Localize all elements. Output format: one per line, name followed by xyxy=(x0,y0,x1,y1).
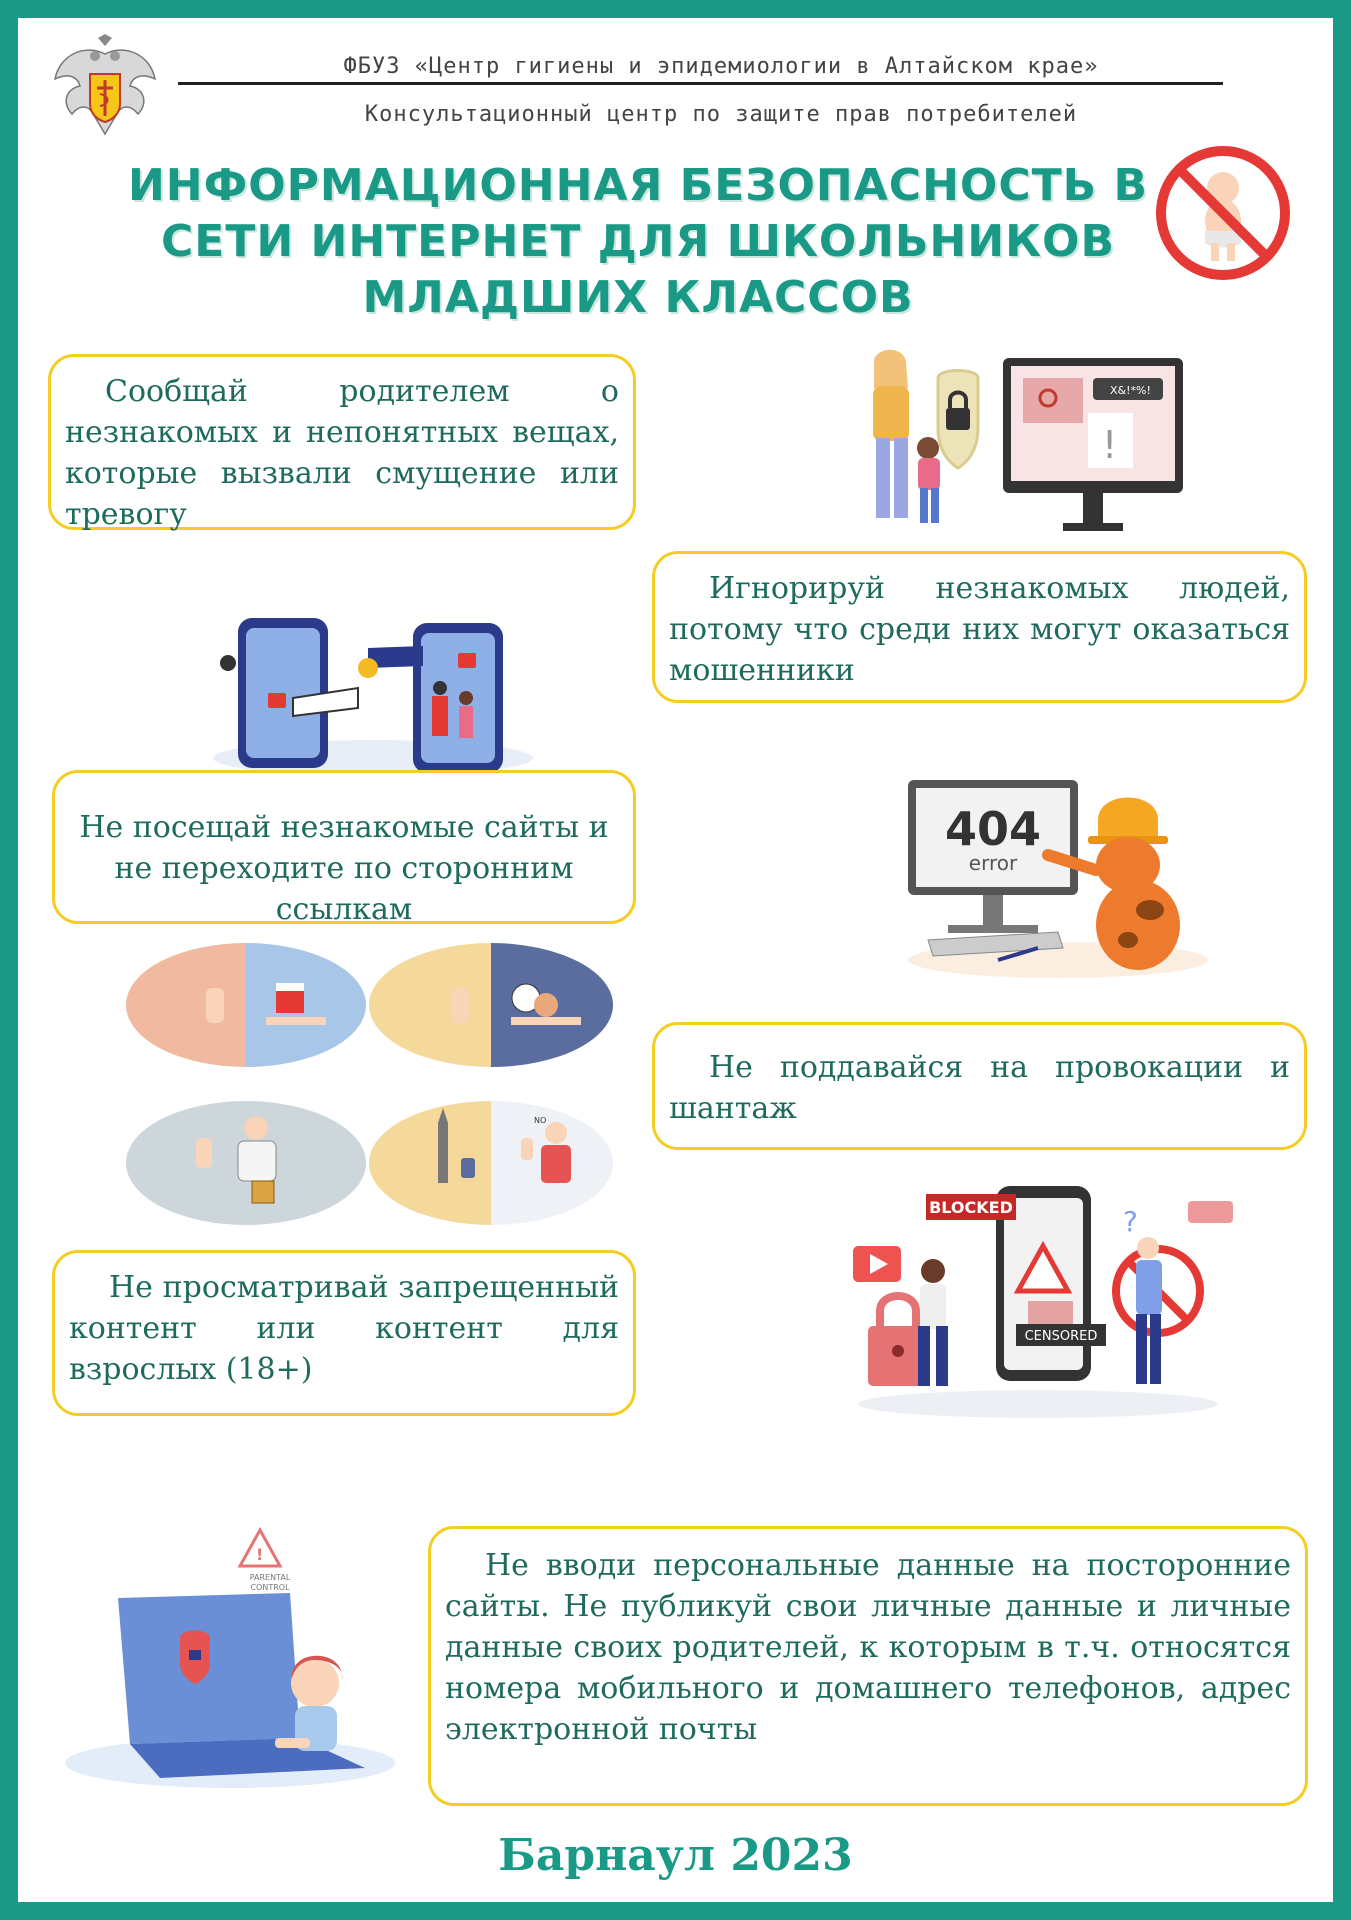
title-line-1: ИНФОРМАЦИОННАЯ БЕЗОПАСНОСТЬ В xyxy=(127,160,1149,211)
tip-text-3: Не посещай незнакомые сайты и не переход… xyxy=(79,810,609,927)
blocked-content-illustration: BLOCKED CENSORED ? xyxy=(828,1176,1248,1426)
tip-text-2: Игнорируй незнакомых людей, потому что с… xyxy=(669,571,1290,688)
phone-scam-illustration xyxy=(208,608,538,778)
title-line-3: МЛАДШИХ КЛАССОВ xyxy=(362,272,914,323)
parental-label-text-1: PARENTAL xyxy=(250,1573,291,1582)
no-babies-icon xyxy=(1153,143,1293,283)
parental-label-text-2: CONTROL xyxy=(250,1583,290,1592)
organization-line: ФБУЗ «Центр гигиены и эпидемиологии в Ал… xyxy=(343,54,1099,79)
tip-box-3: Не посещай незнакомые сайты и не переход… xyxy=(52,770,636,927)
prohibitions-illustration: NO xyxy=(126,943,646,1233)
tip-box-1: Сообщай родителем о незнакомых и непонят… xyxy=(48,354,636,532)
subheader-line: Консультационный центр по защите прав по… xyxy=(364,102,1078,127)
tip-text-6: Не вводи персональные данные на посторон… xyxy=(445,1548,1291,1747)
svg-text:?: ? xyxy=(1123,1205,1138,1238)
tip-text-4: Не поддавайся на провокации и шантаж xyxy=(669,1050,1290,1126)
page-title: ИНФОРМАЦИОННАЯ БЕЗОПАСНОСТЬ В СЕТИ ИНТЕР… xyxy=(108,158,1168,326)
error-404-illustration: 404 error xyxy=(888,760,1228,980)
chat-symbols-text: X&!*%! xyxy=(1110,384,1151,397)
no-label-text: NO xyxy=(534,1116,546,1125)
emblem-icon xyxy=(50,34,160,144)
tip-box-5: Не просматривай запрещенный контент или … xyxy=(52,1250,636,1416)
family-security-illustration: X&!*%! ! xyxy=(838,338,1198,548)
tip-text-1: Сообщай родителем о незнакомых и непонят… xyxy=(65,374,619,532)
poster-page: ФБУЗ «Центр гигиены и эпидемиологии в Ал… xyxy=(18,18,1333,1902)
tip-text-5: Не просматривай запрещенный контент или … xyxy=(69,1270,619,1387)
tip-box-2: Игнорируй незнакомых людей, потому что с… xyxy=(652,551,1307,703)
censored-label-text: CENSORED xyxy=(1025,1329,1098,1344)
svg-text:!: ! xyxy=(256,1545,263,1564)
svg-text:!: ! xyxy=(1102,423,1117,467)
error-word-text: error xyxy=(969,851,1018,875)
title-line-2: СЕТИ ИНТЕРНЕТ ДЛЯ ШКОЛЬНИКОВ xyxy=(161,216,1115,267)
error-code-text: 404 xyxy=(945,802,1041,856)
footer-city-year: Барнаул 2023 xyxy=(498,1830,853,1881)
tip-box-6: Не вводи персональные данные на посторон… xyxy=(428,1526,1308,1806)
header-divider xyxy=(178,82,1223,85)
tip-box-4: Не поддавайся на провокации и шантаж xyxy=(652,1022,1307,1150)
blocked-label-text: BLOCKED xyxy=(929,1198,1013,1217)
parental-control-illustration: ! PARENTAL CONTROL xyxy=(60,1508,400,1798)
